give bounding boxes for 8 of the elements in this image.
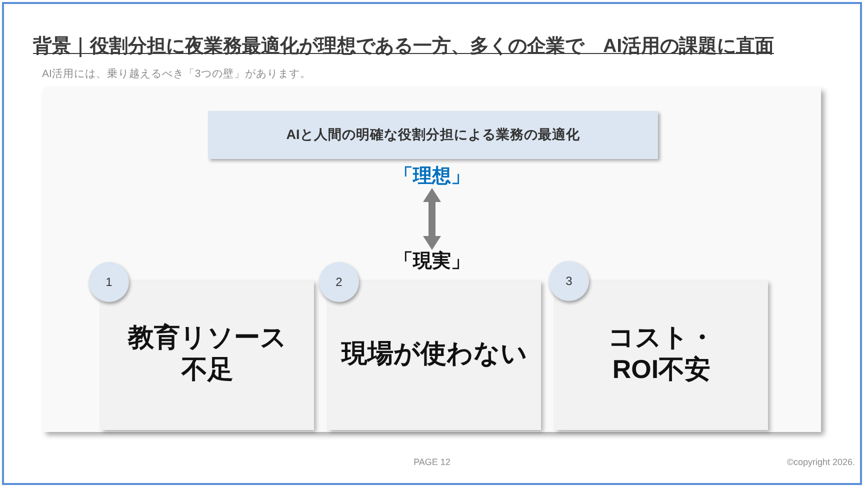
ideal-box: AIと人間の明確な役割分担による業務の最適化 <box>208 111 658 159</box>
subtitle-text: AI活用には、乗り越えるべき「3つの壁」があります。 <box>42 67 311 81</box>
reality-label: 「現実」 <box>394 250 470 273</box>
page-number: PAGE 12 <box>414 456 450 468</box>
double-arrow <box>423 188 441 250</box>
slide-title: 背景｜役割分担に夜業務最適化が理想である一方、多くの企業で AI活用の課題に直面 <box>33 34 774 60</box>
ideal-label: 「理想」 <box>394 165 470 188</box>
copyright-text: ©copyright 2026. <box>786 456 855 468</box>
